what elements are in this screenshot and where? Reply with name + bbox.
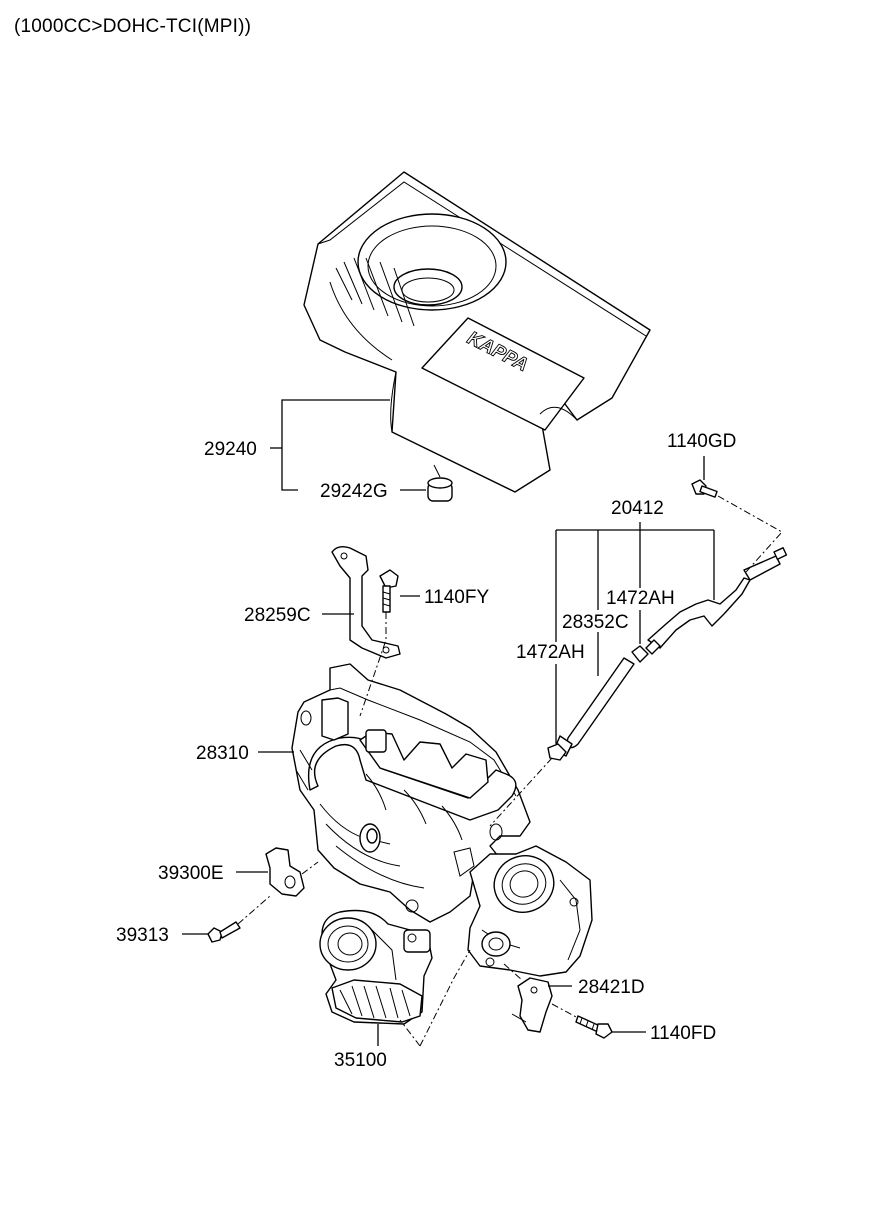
diagram-title: (1000CC>DOHC-TCI(MPI)) [14, 16, 252, 37]
label-1472ah-lower[interactable]: 1472AH [516, 642, 585, 663]
bolt-1140gd[interactable] [691, 479, 718, 498]
label-35100[interactable]: 35100 [334, 1050, 387, 1071]
label-28421d[interactable]: 28421D [578, 977, 645, 998]
label-1140gd[interactable]: 1140GD [667, 431, 736, 452]
intake-manifold[interactable] [291, 663, 531, 923]
engine-cover[interactable]: KAPPA [303, 171, 651, 493]
label-20412[interactable]: 20412 [611, 498, 664, 519]
label-39313[interactable]: 39313 [116, 925, 169, 946]
bolt-1140fd[interactable] [575, 1015, 613, 1039]
label-29242g[interactable]: 29242G [320, 481, 388, 502]
bolt-1140fy[interactable] [379, 569, 399, 613]
label-28259c[interactable]: 28259C [244, 605, 311, 626]
label-1140fy[interactable]: 1140FY [424, 587, 489, 608]
label-29240[interactable]: 29240 [204, 439, 257, 460]
bracket-28421d[interactable] [511, 977, 553, 1033]
throttle-body-35100[interactable] [319, 909, 433, 1025]
part-labels: 29240 29242G 1140GD 20412 1472AH 28352C … [116, 431, 736, 1071]
label-39300e[interactable]: 39300E [158, 863, 224, 884]
grommet-29242g[interactable] [427, 464, 453, 502]
label-28310[interactable]: 28310 [196, 743, 249, 764]
label-1472ah-upper[interactable]: 1472AH [606, 588, 675, 609]
assembly-lines [237, 495, 783, 1047]
bracket-28259c[interactable] [331, 545, 401, 659]
manifold-elbow[interactable] [467, 845, 593, 977]
screw-39313[interactable] [207, 921, 241, 943]
label-28352c[interactable]: 28352C [562, 612, 629, 633]
map-sensor-39300e[interactable] [265, 847, 305, 897]
label-1140fd[interactable]: 1140FD [650, 1023, 716, 1044]
leader-lines [182, 399, 715, 1046]
pcv-hose-20412[interactable] [547, 547, 788, 761]
